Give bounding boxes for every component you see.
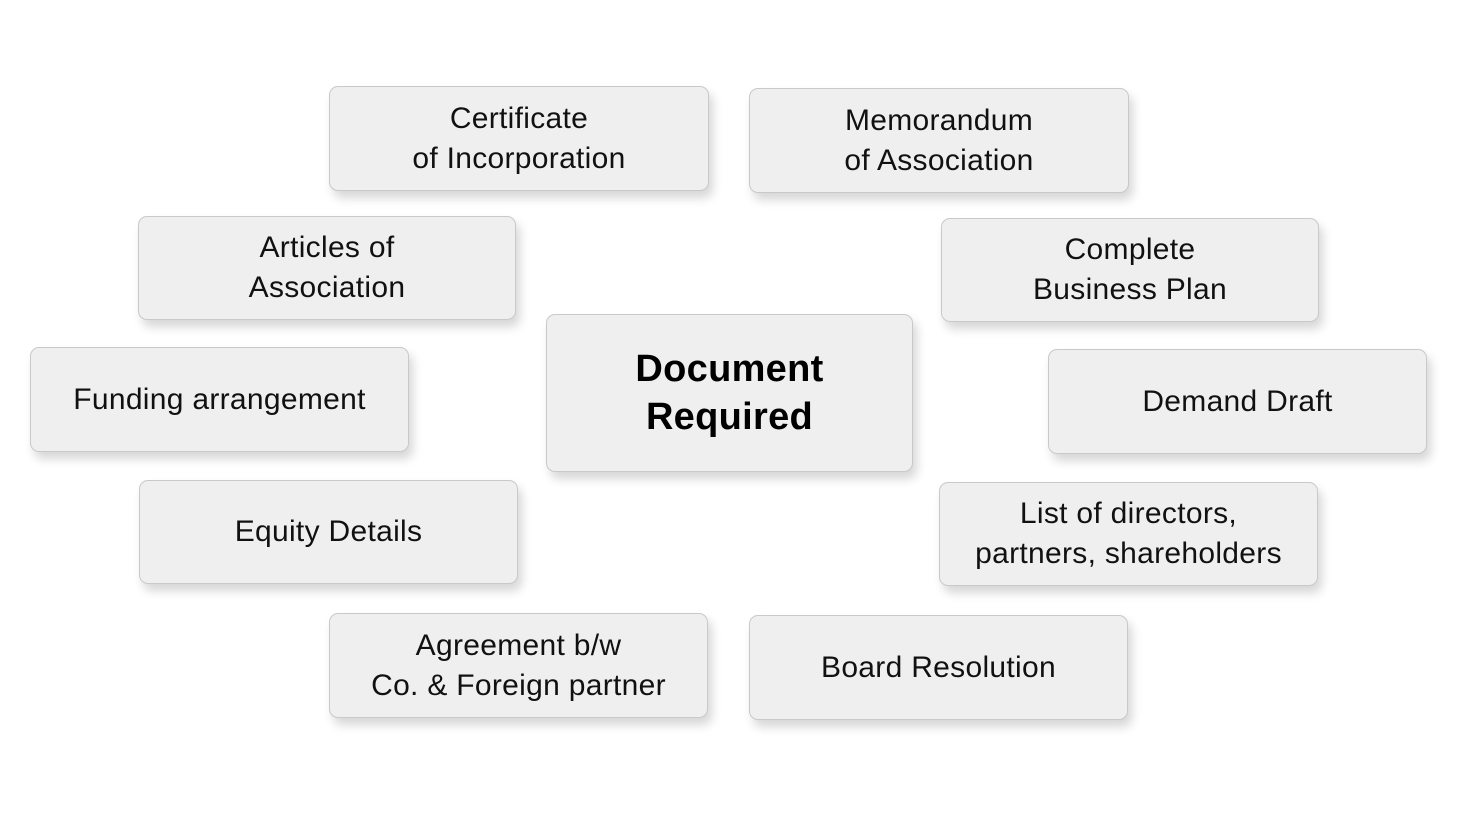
central-node-document-required: Document Required [546,314,913,472]
node-complete-business-plan: Complete Business Plan [941,218,1319,322]
node-funding-arrangement: Funding arrangement [30,347,409,452]
node-board-resolution: Board Resolution [749,615,1128,720]
node-memorandum-of-association: Memorandum of Association [749,88,1129,193]
node-agreement-foreign-partner: Agreement b/w Co. & Foreign partner [329,613,708,718]
node-list-of-directors: List of directors, partners, shareholder… [939,482,1318,586]
node-demand-draft: Demand Draft [1048,349,1427,454]
node-equity-details: Equity Details [139,480,518,584]
node-certificate-of-incorporation: Certificate of Incorporation [329,86,709,191]
node-articles-of-association: Articles of Association [138,216,516,320]
